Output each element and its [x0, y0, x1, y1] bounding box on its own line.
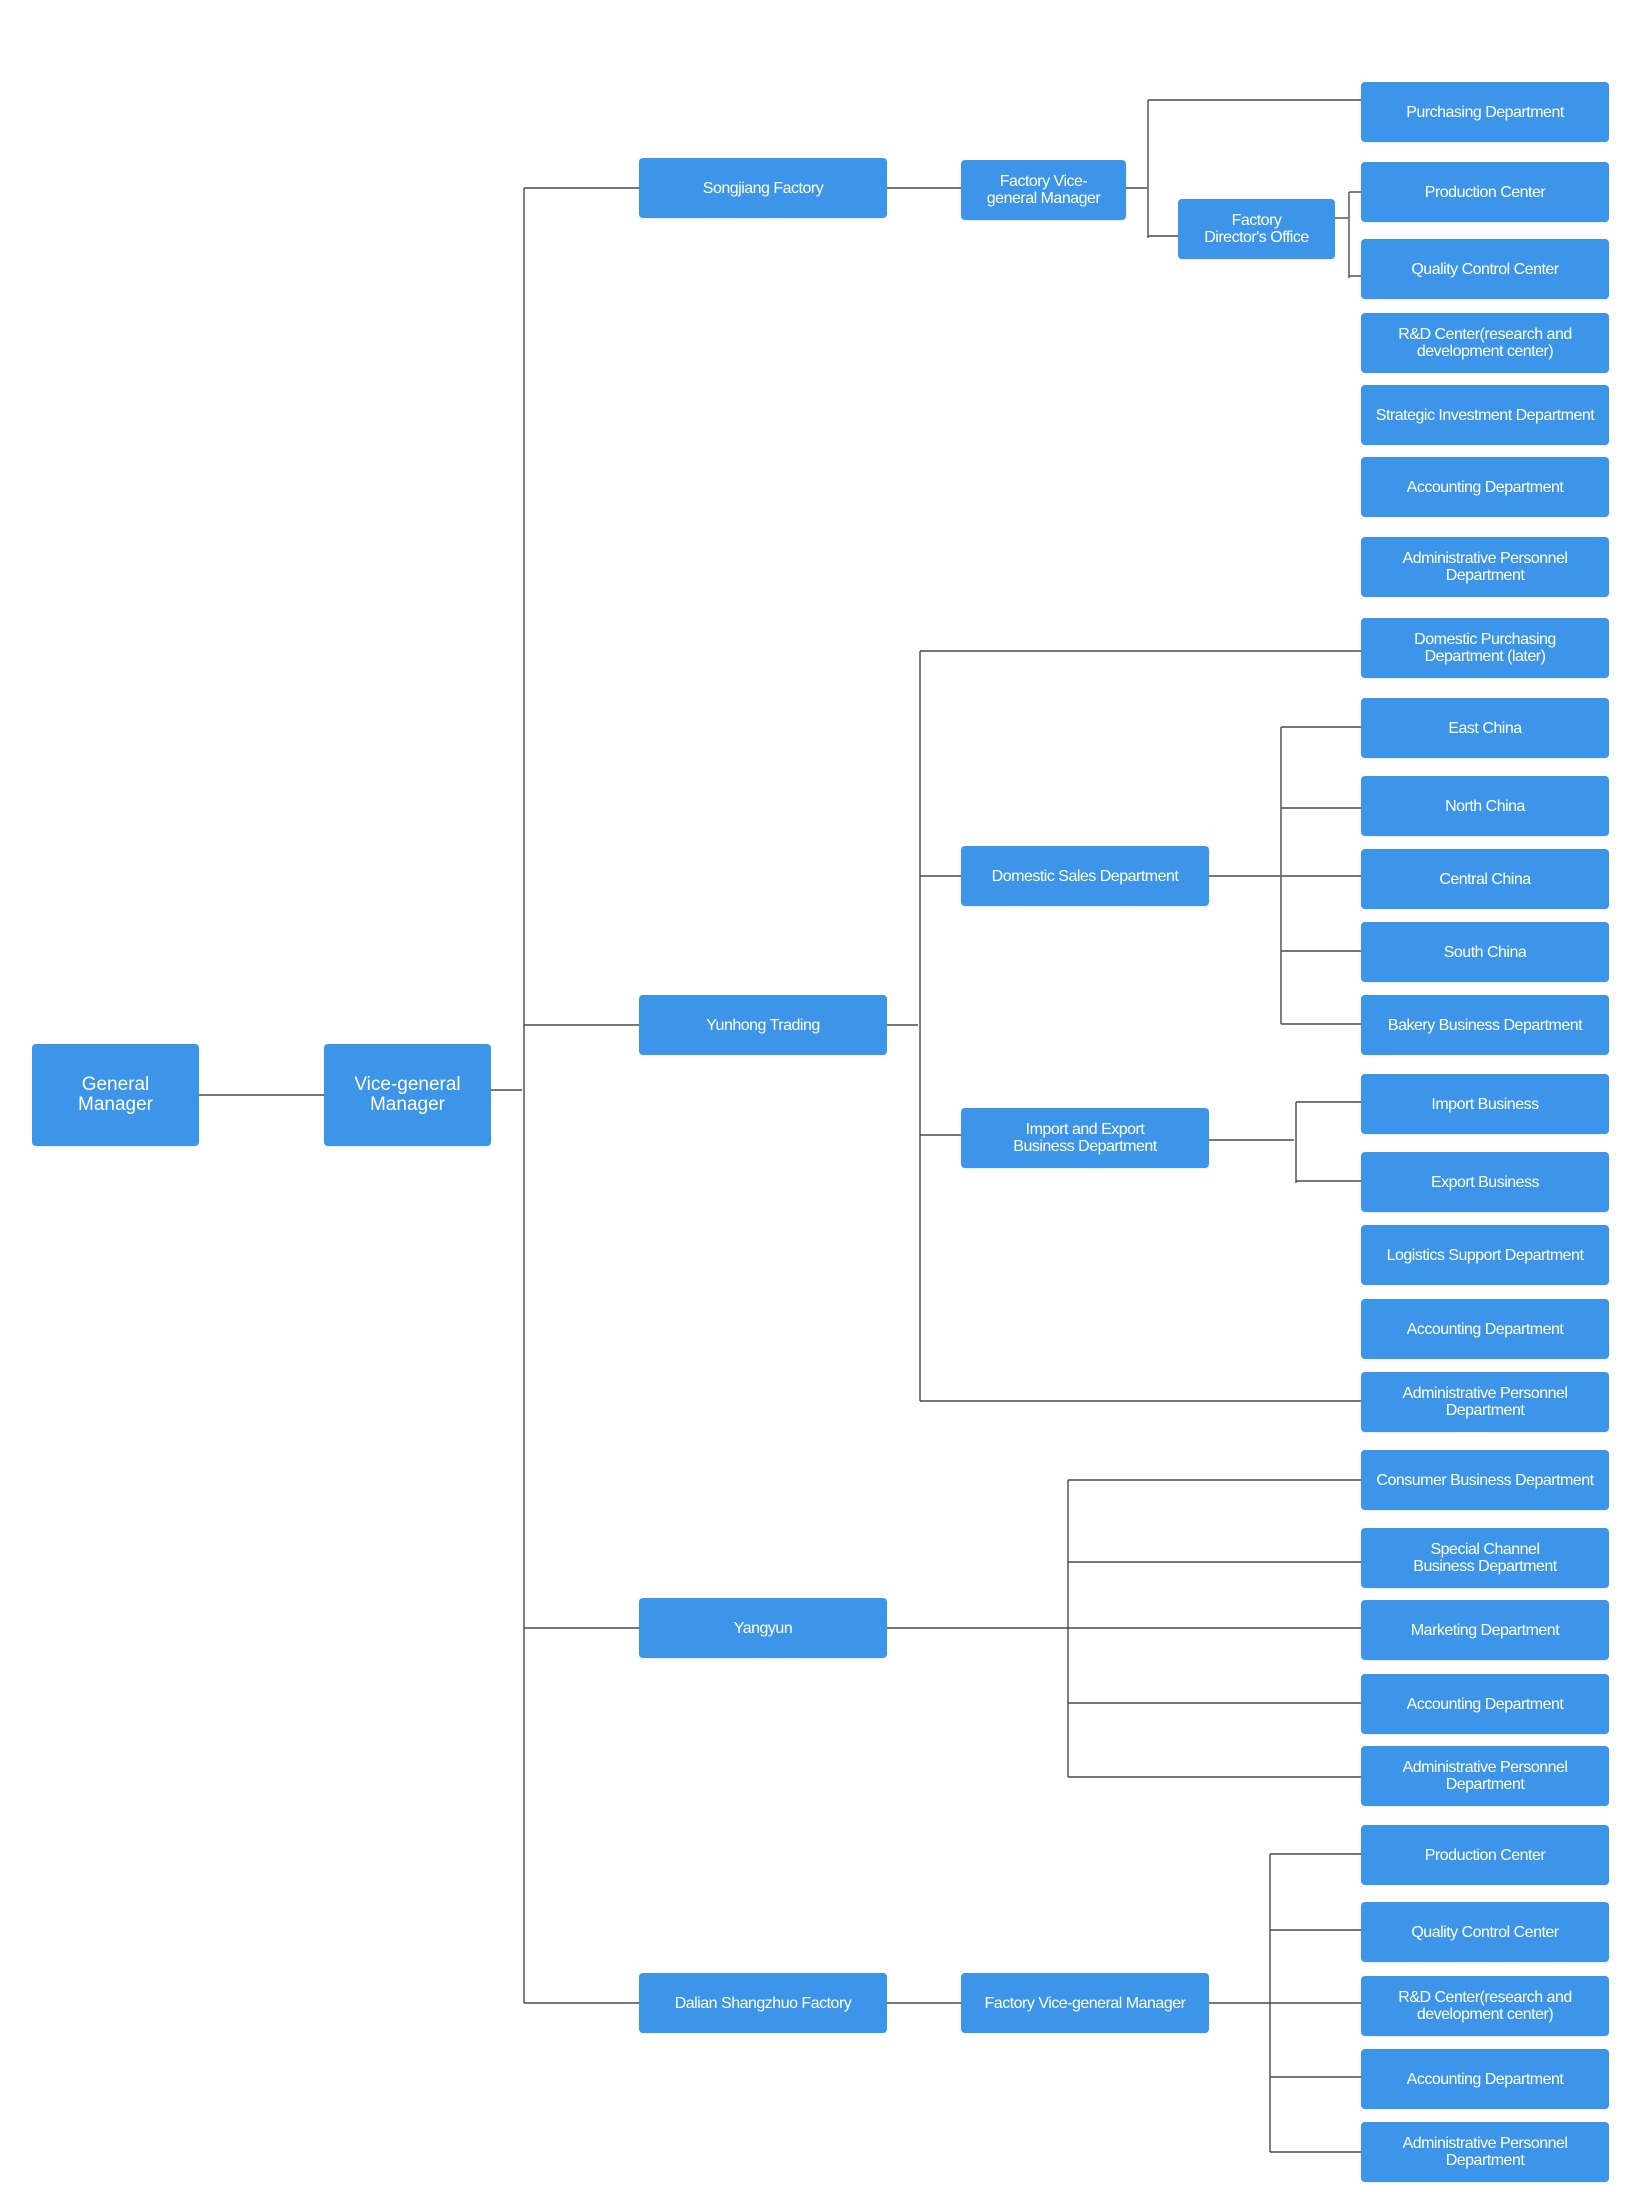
node-dl-admin[interactable]: Administrative Personnel Department: [1361, 2122, 1609, 2182]
node-yh-admin[interactable]: Administrative Personnel Department: [1361, 1372, 1609, 1432]
node-dalian-factory[interactable]: Dalian Shangzhuo Factory: [639, 1973, 887, 2033]
node-label: Administrative Personnel Department: [1402, 1759, 1568, 1793]
node-dl-quality[interactable]: Quality Control Center: [1361, 1902, 1609, 1962]
node-yunhong-trading[interactable]: Yunhong Trading: [639, 995, 887, 1055]
node-yy-marketing[interactable]: Marketing Department: [1361, 1600, 1609, 1660]
node-label: East China: [1448, 719, 1522, 737]
node-label: Accounting Department: [1406, 1320, 1564, 1338]
node-yh-accounting[interactable]: Accounting Department: [1361, 1299, 1609, 1359]
node-label: Consumer Business Department: [1376, 1471, 1594, 1489]
node-yy-consumer[interactable]: Consumer Business Department: [1361, 1450, 1609, 1510]
node-label: Domestic Sales Department: [991, 867, 1179, 885]
node-dl-rnd[interactable]: R&D Center(research and development cent…: [1361, 1976, 1609, 2036]
node-label: Accounting Department: [1406, 478, 1564, 496]
node-label: Import and Export Business Department: [1013, 1121, 1157, 1155]
node-label: Central China: [1439, 870, 1531, 888]
node-label: Accounting Department: [1406, 1695, 1564, 1713]
node-yh-logistics[interactable]: Logistics Support Department: [1361, 1225, 1609, 1285]
node-label: Administrative Personnel Department: [1402, 550, 1568, 584]
node-import-export[interactable]: Import and Export Business Department: [961, 1108, 1209, 1168]
node-label: North China: [1445, 797, 1525, 815]
node-sj-purchasing[interactable]: Purchasing Department: [1361, 82, 1609, 142]
node-yy-accounting[interactable]: Accounting Department: [1361, 1674, 1609, 1734]
node-vice-general-manager[interactable]: Vice-general Manager: [324, 1044, 491, 1146]
node-label: Administrative Personnel Department: [1402, 1385, 1568, 1419]
node-label: Quality Control Center: [1411, 260, 1559, 278]
node-yh-domestic-purchasing[interactable]: Domestic Purchasing Department (later): [1361, 618, 1609, 678]
node-label: Factory Director's Office: [1204, 212, 1309, 246]
node-label: Yangyun: [733, 1619, 793, 1637]
node-label: Accounting Department: [1406, 2070, 1564, 2088]
node-label: Import Business: [1431, 1095, 1539, 1113]
node-yh-south-china[interactable]: South China: [1361, 922, 1609, 982]
node-label: Production Center: [1424, 183, 1546, 201]
node-sj-rnd[interactable]: R&D Center(research and development cent…: [1361, 313, 1609, 373]
node-label: South China: [1443, 943, 1527, 961]
node-label: Administrative Personnel Department: [1402, 2135, 1568, 2169]
node-dl-accounting[interactable]: Accounting Department: [1361, 2049, 1609, 2109]
node-label: Factory Vice-general Manager: [984, 1994, 1186, 2012]
node-general-manager[interactable]: General Manager: [32, 1044, 199, 1146]
node-sj-admin[interactable]: Administrative Personnel Department: [1361, 537, 1609, 597]
node-label: Logistics Support Department: [1386, 1246, 1584, 1264]
node-yh-north-china[interactable]: North China: [1361, 776, 1609, 836]
node-sj-strategic[interactable]: Strategic Investment Department: [1361, 385, 1609, 445]
node-label: General Manager: [78, 1074, 153, 1115]
node-label: Vice-general Manager: [354, 1074, 461, 1115]
node-label: R&D Center(research and development cent…: [1398, 1989, 1572, 2023]
node-label: Yunhong Trading: [706, 1016, 820, 1034]
node-factory-directors-office[interactable]: Factory Director's Office: [1178, 199, 1335, 259]
node-songjiang-vice-gm[interactable]: Factory Vice- general Manager: [961, 160, 1126, 220]
node-label: Special Channel Business Department: [1413, 1541, 1557, 1575]
node-label: R&D Center(research and development cent…: [1398, 326, 1572, 360]
node-label: Domestic Purchasing Department (later): [1414, 631, 1556, 665]
node-dalian-vice-gm[interactable]: Factory Vice-general Manager: [961, 1973, 1209, 2033]
node-label: Factory Vice- general Manager: [986, 173, 1101, 207]
node-yh-bakery[interactable]: Bakery Business Department: [1361, 995, 1609, 1055]
node-label: Quality Control Center: [1411, 1923, 1559, 1941]
node-label: Export Business: [1430, 1173, 1540, 1191]
node-yh-import[interactable]: Import Business: [1361, 1074, 1609, 1134]
node-sj-quality[interactable]: Quality Control Center: [1361, 239, 1609, 299]
node-yangyun[interactable]: Yangyun: [639, 1598, 887, 1658]
node-songjiang-factory[interactable]: Songjiang Factory: [639, 158, 887, 218]
node-domestic-sales[interactable]: Domestic Sales Department: [961, 846, 1209, 906]
node-yy-special-channel[interactable]: Special Channel Business Department: [1361, 1528, 1609, 1588]
node-label: Dalian Shangzhuo Factory: [674, 1994, 852, 2012]
node-label: Songjiang Factory: [702, 179, 824, 197]
node-yh-export[interactable]: Export Business: [1361, 1152, 1609, 1212]
node-label: Production Center: [1424, 1846, 1546, 1864]
node-label: Purchasing Department: [1406, 103, 1564, 121]
node-label: Strategic Investment Department: [1375, 406, 1595, 424]
node-label: Bakery Business Department: [1387, 1016, 1583, 1034]
node-yy-admin[interactable]: Administrative Personnel Department: [1361, 1746, 1609, 1806]
node-yh-east-china[interactable]: East China: [1361, 698, 1609, 758]
node-dl-production[interactable]: Production Center: [1361, 1825, 1609, 1885]
node-yh-central-china[interactable]: Central China: [1361, 849, 1609, 909]
node-label: Marketing Department: [1410, 1621, 1560, 1639]
node-sj-production[interactable]: Production Center: [1361, 162, 1609, 222]
node-sj-accounting[interactable]: Accounting Department: [1361, 457, 1609, 517]
